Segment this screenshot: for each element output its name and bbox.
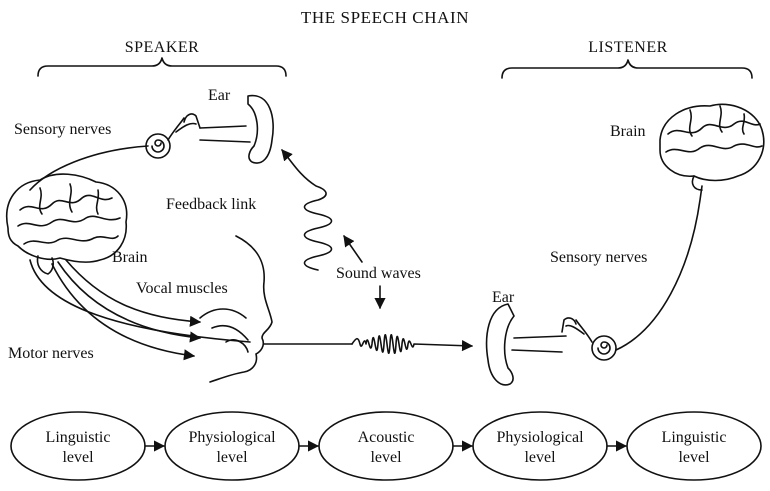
diagram-title: THE SPEECH CHAIN [301,8,469,27]
level-line2: level [216,449,248,466]
level-chain: Linguistic level Physiological level Aco… [11,412,761,480]
motor-nerves-label: Motor nerves [8,345,94,362]
speaker-ear-label: Ear [208,87,231,104]
sound-wave [264,335,472,353]
level-line1: Acoustic [358,429,415,446]
level-node: Linguistic level [11,412,145,480]
sound-label-arrow-up [344,236,362,262]
level-line2: level [524,449,556,466]
speaker-brain-icon [7,174,127,274]
level-node: Linguistic level [627,412,761,480]
feedback-wave [282,150,332,270]
speaker-ear-icon [146,96,273,163]
speaker-header: SPEAKER [125,39,200,56]
listener-ear-icon [487,304,616,385]
level-line1: Linguistic [662,429,727,446]
listener-sensory-nerves-label: Sensory nerves [550,249,647,266]
listener-brace [502,60,752,78]
listener-header: LISTENER [588,39,668,56]
speaker-brain-label: Brain [112,249,148,266]
level-node: Acoustic level [319,412,453,480]
feedback-link-label: Feedback link [166,196,256,213]
speaker-sensory-nerve [30,146,148,190]
level-line1: Linguistic [46,429,111,446]
level-line2: level [62,449,94,466]
listener-sensory-nerve [616,186,702,350]
level-node: Physiological level [165,412,299,480]
sound-waves-label: Sound waves [336,265,421,282]
speaker-motor-arc [30,260,250,342]
listener-ear-label: Ear [492,289,515,306]
speaker-head-icon [200,236,272,382]
listener-brain-icon [660,104,764,190]
level-node: Physiological level [473,412,607,480]
listener-brain-label: Brain [610,123,646,140]
level-line1: Physiological [188,429,276,446]
speaker-sensory-nerves-label: Sensory nerves [14,121,111,138]
level-line2: level [678,449,710,466]
vocal-muscles-label: Vocal muscles [136,280,228,297]
speaker-brace [38,58,286,76]
level-line2: level [370,449,402,466]
motor-nerve-arrow-3 [52,264,194,356]
level-line1: Physiological [496,429,584,446]
